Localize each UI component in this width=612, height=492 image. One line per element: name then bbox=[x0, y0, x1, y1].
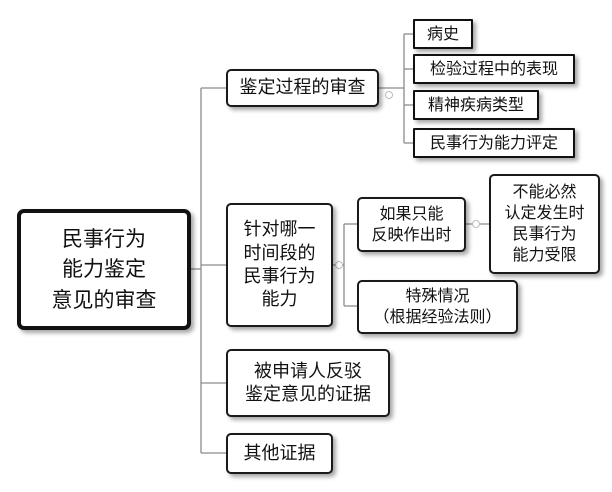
collapse-marker-branch2 bbox=[335, 261, 343, 269]
branch-node-time-period: 针对哪一 时间段的 民事行为 能力 bbox=[226, 203, 333, 327]
leaf-node-inspection-behavior: 检验过程中的表现 bbox=[413, 54, 575, 84]
root-node: 民事行为 能力鉴定 意见的审查 bbox=[17, 209, 191, 330]
sub-node-special-circumstances: 特殊情况 （根据经验法则） bbox=[357, 280, 518, 334]
leaf-node-mental-illness-type: 精神疾病类型 bbox=[413, 90, 539, 120]
sub-node-only-reflects-making-time: 如果只能 反映作出时 bbox=[357, 197, 466, 252]
collapse-marker-sub1 bbox=[472, 220, 480, 228]
branch-node-other-evidence: 其他证据 bbox=[226, 433, 333, 474]
collapse-marker-branch1 bbox=[385, 91, 393, 99]
branch-node-rebuttal-evidence: 被申请人反驳 鉴定意见的证据 bbox=[226, 349, 390, 417]
branch-node-process-review: 鉴定过程的审查 bbox=[226, 69, 379, 107]
leaf-node-capacity-assessment: 民事行为能力评定 bbox=[413, 128, 575, 158]
leaf-node-not-necessarily-limited: 不能必然 认定发生时 民事行为 能力受限 bbox=[489, 174, 600, 274]
leaf-node-medical-history: 病史 bbox=[413, 19, 473, 49]
